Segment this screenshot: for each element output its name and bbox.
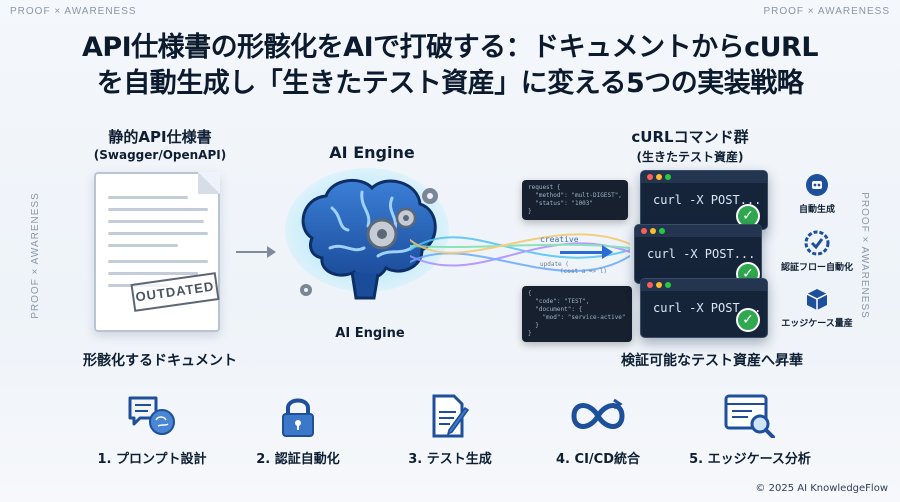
step-2-label: 2. 認証自動化 (256, 452, 340, 467)
feature-edge-cases: エッジケース量産 (772, 286, 862, 329)
flow-word-3: (cost a => l) (560, 268, 607, 275)
center-caption: AI Engine (335, 326, 405, 341)
watermark-top-left: PROOF × AWARENESS (10, 6, 137, 17)
step-4-label: 4. CI/CD統合 (556, 452, 640, 467)
data-flow-illustration (409, 190, 631, 320)
feature-auth-flow: 認証フロー自動化 (772, 230, 862, 273)
step-3: 3. テスト生成 (370, 394, 530, 467)
copyright: © 2025 AI KnowledgeFlow (755, 483, 888, 494)
browser-magnifier-icon (724, 394, 775, 439)
watermark-top-right: PROOF × AWARENESS (763, 6, 890, 17)
left-subheading: (Swagger/OpenAPI) (93, 148, 227, 162)
code-snippet-2: { "code": "TEST", "document": { "mod": "… (522, 286, 632, 342)
code-snippet-1: request { "method": "mult-DIGEST", "stat… (522, 180, 628, 220)
terminal-command-2: curl -X POST... (647, 247, 756, 261)
right-heading: cURLコマンド群 (631, 128, 749, 146)
watermark-left-vertical: PROOF × AWARENESS (29, 192, 41, 319)
terminal-command-3: curl -X POST... (653, 301, 762, 315)
center-heading: AI Engine (329, 143, 415, 162)
step-4: 4. CI/CD統合 (518, 394, 678, 467)
brain-icon (282, 168, 452, 308)
robot-gear-icon (806, 174, 828, 196)
flow-word-2: update ( (540, 261, 569, 268)
infinity-loop-icon (571, 398, 625, 429)
left-heading: 静的API仕様書 (108, 128, 212, 146)
lock-icon (282, 398, 314, 437)
step-1: 1. プロンプト設計 (72, 394, 232, 467)
step-1-label: 1. プロンプト設計 (97, 452, 207, 467)
flow-word-1: creative (540, 235, 579, 244)
feature-auto-generate: 自動生成 (772, 172, 862, 215)
title-line-1: API仕様書の形骸化をAIで打破する：ドキュメントからcURL (81, 32, 819, 63)
box-icon (806, 289, 828, 310)
terminal-command-1: curl -X POST... (653, 193, 762, 207)
gear-check-icon (804, 230, 830, 256)
step-5: 5. エッジケース分析 (670, 394, 830, 467)
step-3-label: 3. テスト生成 (408, 452, 492, 467)
check-icon: ✓ (736, 308, 760, 332)
step-5-label: 5. エッジケース分析 (689, 452, 811, 467)
right-subheading: (生きたテスト資産) (636, 150, 744, 164)
step-2: 2. 認証自動化 (218, 394, 378, 467)
document-pen-icon (432, 394, 470, 438)
left-caption: 形骸化するドキュメント (83, 353, 237, 369)
right-caption: 検証可能なテスト資産へ昇華 (621, 353, 803, 369)
chat-brain-icon (128, 396, 175, 435)
title-line-2: を自動生成し「生きたテスト資産」に変える5つの実装戦略 (96, 68, 804, 99)
page-title: API仕様書の形骸化をAIで打破する：ドキュメントからcURL を自動生成し「生… (0, 30, 900, 102)
arrow-blue-icon (560, 245, 613, 259)
arrow-gray-icon (236, 246, 276, 258)
